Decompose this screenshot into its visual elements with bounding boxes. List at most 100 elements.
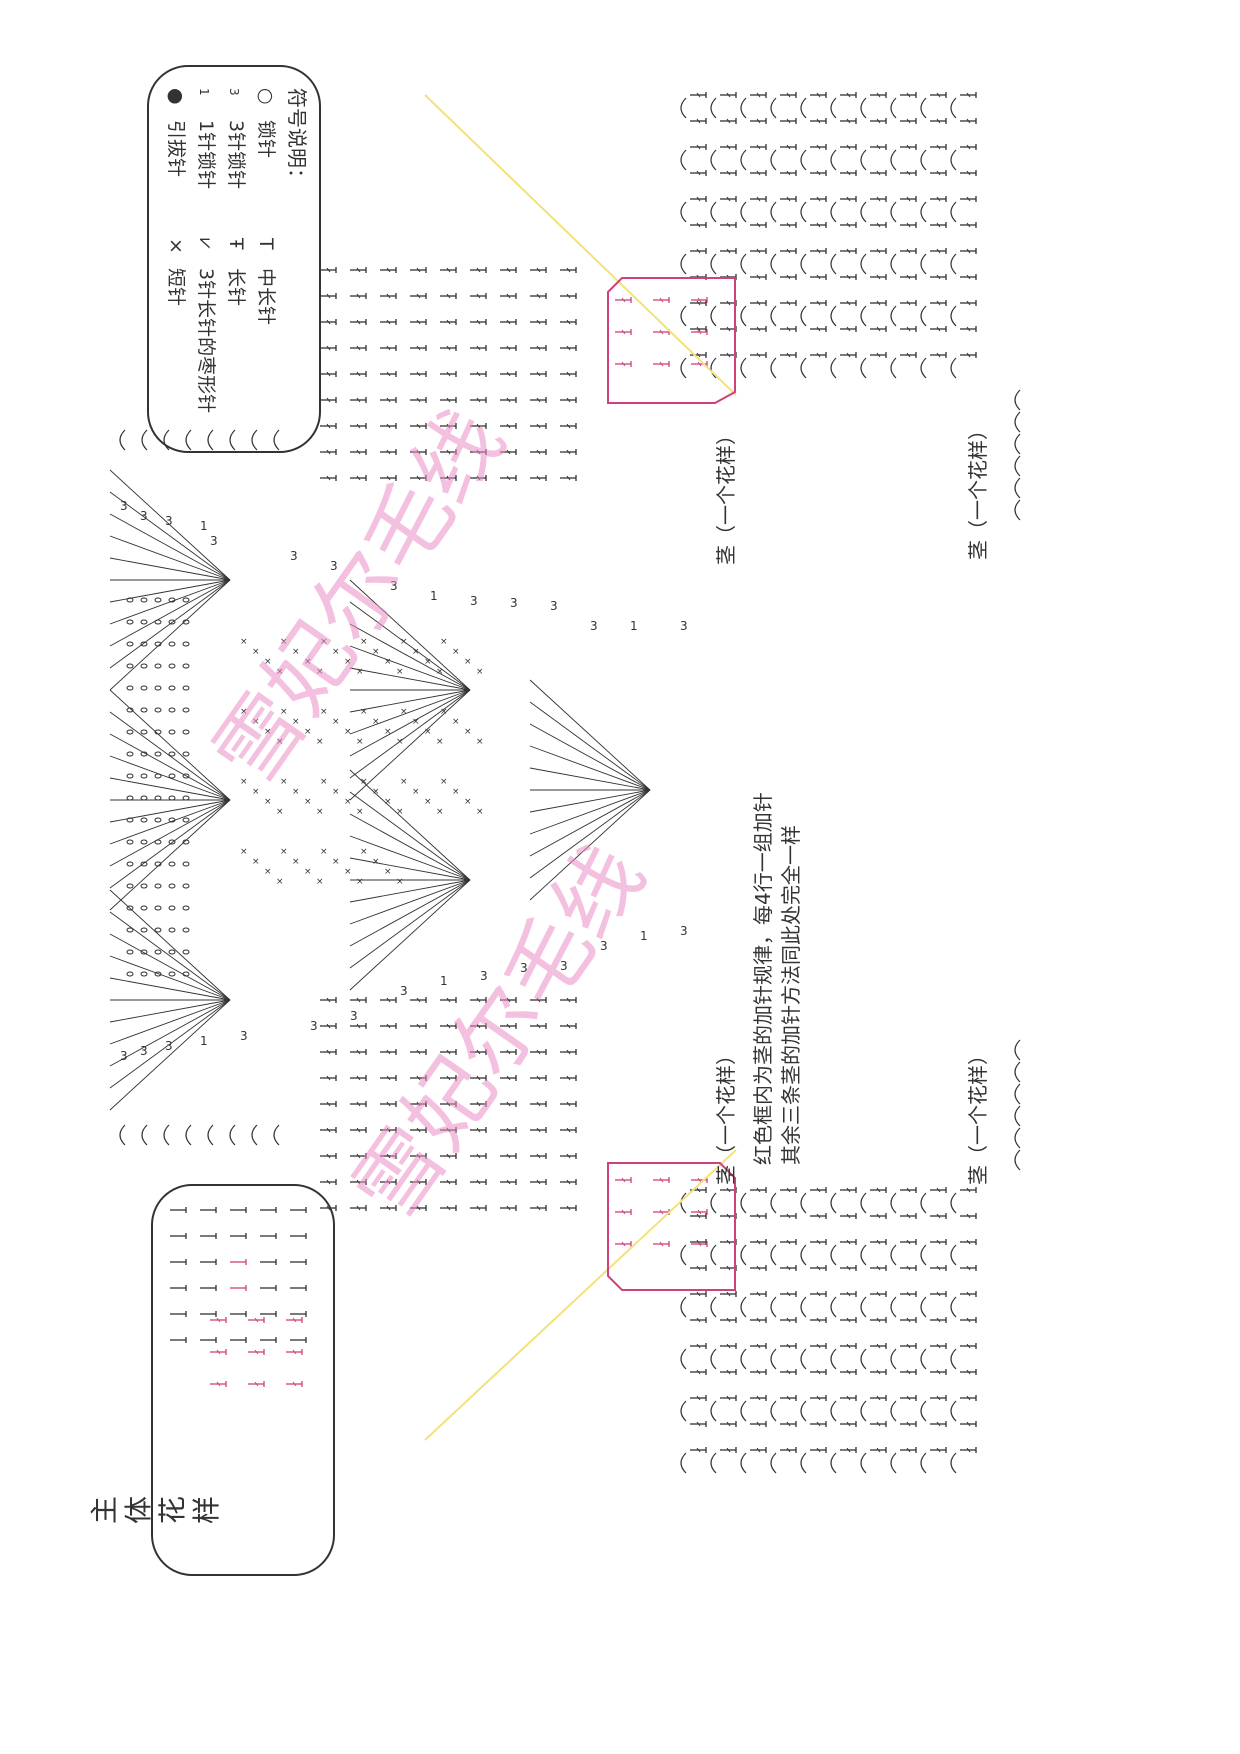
sc-stitch: × bbox=[476, 667, 484, 677]
dc-stitch bbox=[840, 274, 857, 280]
dc-stitch bbox=[840, 1213, 857, 1219]
row-count: 3 bbox=[290, 549, 298, 563]
dc-stitch bbox=[690, 144, 707, 150]
chain-arc bbox=[800, 1348, 807, 1370]
chain-arc bbox=[680, 201, 687, 223]
sc-stitch: × bbox=[396, 667, 404, 677]
sc-stitch: × bbox=[372, 787, 380, 797]
dc-stitch bbox=[500, 1075, 517, 1081]
dc-stitch bbox=[750, 1291, 767, 1297]
dc-stitch bbox=[840, 1343, 857, 1349]
chain-arc bbox=[800, 1296, 807, 1318]
dc-stitch bbox=[560, 997, 577, 1003]
dc-stitch bbox=[500, 1127, 517, 1133]
chain-arc bbox=[890, 1192, 897, 1214]
dc-stitch bbox=[320, 1205, 337, 1211]
chain-arc bbox=[860, 1296, 867, 1318]
fan-line bbox=[109, 911, 231, 1001]
dc-stitch bbox=[810, 1291, 827, 1297]
dc-stitch bbox=[720, 1265, 737, 1271]
dc-stitch bbox=[720, 1421, 737, 1427]
dc-stitch bbox=[930, 118, 947, 124]
sc-stitch: × bbox=[344, 727, 352, 737]
legend-item-chain: 锁针 bbox=[255, 120, 277, 158]
row-count: 3 bbox=[140, 1044, 148, 1058]
dc-stitch bbox=[615, 297, 632, 303]
dc-stitch bbox=[410, 371, 427, 377]
swatch-stitch bbox=[230, 1207, 247, 1213]
chain-stitch bbox=[168, 927, 176, 933]
chain-stitch bbox=[168, 773, 176, 779]
chain-arc bbox=[1014, 1083, 1021, 1105]
dc-stitch bbox=[380, 1101, 397, 1107]
dc-stitch bbox=[470, 475, 487, 481]
chain-arc bbox=[830, 1400, 837, 1422]
dc-stitch bbox=[930, 1291, 947, 1297]
dc-stitch bbox=[210, 1381, 227, 1387]
chain-stitch bbox=[126, 861, 134, 867]
dc-stitch bbox=[720, 248, 737, 254]
chain-arc bbox=[710, 1192, 717, 1214]
stem-label-right-bottom: 茎（一个花样） bbox=[966, 1045, 990, 1185]
sc-stitch: × bbox=[356, 667, 364, 677]
dc-stitch bbox=[470, 397, 487, 403]
dc-stitch bbox=[470, 267, 487, 273]
sc-stitch: × bbox=[372, 857, 380, 867]
dc-stitch bbox=[653, 329, 670, 335]
swatch-stitch bbox=[200, 1259, 217, 1265]
dc-stitch bbox=[780, 196, 797, 202]
chain-stitch bbox=[182, 795, 190, 801]
swatch-stitch bbox=[170, 1337, 187, 1343]
chain-arc bbox=[740, 305, 747, 327]
dc-stitch bbox=[900, 1421, 917, 1427]
dc-stitch bbox=[840, 300, 857, 306]
dc-stitch bbox=[960, 1369, 977, 1375]
dc-stitch bbox=[530, 319, 547, 325]
swatch-stitch bbox=[200, 1285, 217, 1291]
chain-arc bbox=[163, 429, 170, 451]
dc-stitch bbox=[380, 1049, 397, 1055]
dc-stitch bbox=[720, 1317, 737, 1323]
dc-stitch bbox=[960, 196, 977, 202]
dc-stitch bbox=[615, 1209, 632, 1215]
dc-stitch bbox=[840, 1447, 857, 1453]
chain-arc bbox=[1014, 389, 1021, 411]
dc-stitch bbox=[691, 329, 708, 335]
sc-stitch: × bbox=[292, 647, 300, 657]
dc-stitch bbox=[840, 1291, 857, 1297]
dc-stitch bbox=[320, 293, 337, 299]
dc-stitch bbox=[350, 319, 367, 325]
chain-stitch bbox=[182, 685, 190, 691]
fan-line bbox=[109, 799, 231, 911]
chain-arc bbox=[229, 429, 236, 451]
dc-stitch bbox=[780, 1447, 797, 1453]
red-frames bbox=[607, 277, 736, 1291]
sc-stitch: × bbox=[400, 637, 408, 647]
dc-stitch bbox=[870, 274, 887, 280]
dc-stitch bbox=[720, 118, 737, 124]
dc-stitch bbox=[440, 1075, 457, 1081]
fan-line bbox=[109, 579, 231, 625]
dc-stitch bbox=[780, 326, 797, 332]
dc-stitch bbox=[691, 1241, 708, 1247]
legend-item-slip-symbol: ● bbox=[165, 88, 187, 105]
chain-stitch bbox=[140, 795, 148, 801]
fan-line bbox=[109, 579, 231, 647]
dc-stitch bbox=[810, 196, 827, 202]
sc-stitch: × bbox=[436, 737, 444, 747]
dc-stitch bbox=[690, 1395, 707, 1401]
dc-stitch bbox=[653, 297, 670, 303]
dc-stitch bbox=[930, 196, 947, 202]
dc-stitch bbox=[320, 449, 337, 455]
dc-stitch bbox=[960, 1447, 977, 1453]
chain-stitch bbox=[140, 883, 148, 889]
sc-stitch: × bbox=[440, 707, 448, 717]
chain-arc bbox=[920, 1348, 927, 1370]
stem-label-right-top: 茎（一个花样） bbox=[966, 420, 990, 560]
chain-stitch bbox=[154, 795, 162, 801]
dc-stitch bbox=[810, 1395, 827, 1401]
dc-stitch bbox=[615, 1241, 632, 1247]
dc-stitch bbox=[690, 1265, 707, 1271]
dc-stitch bbox=[500, 293, 517, 299]
dc-stitch bbox=[530, 997, 547, 1003]
